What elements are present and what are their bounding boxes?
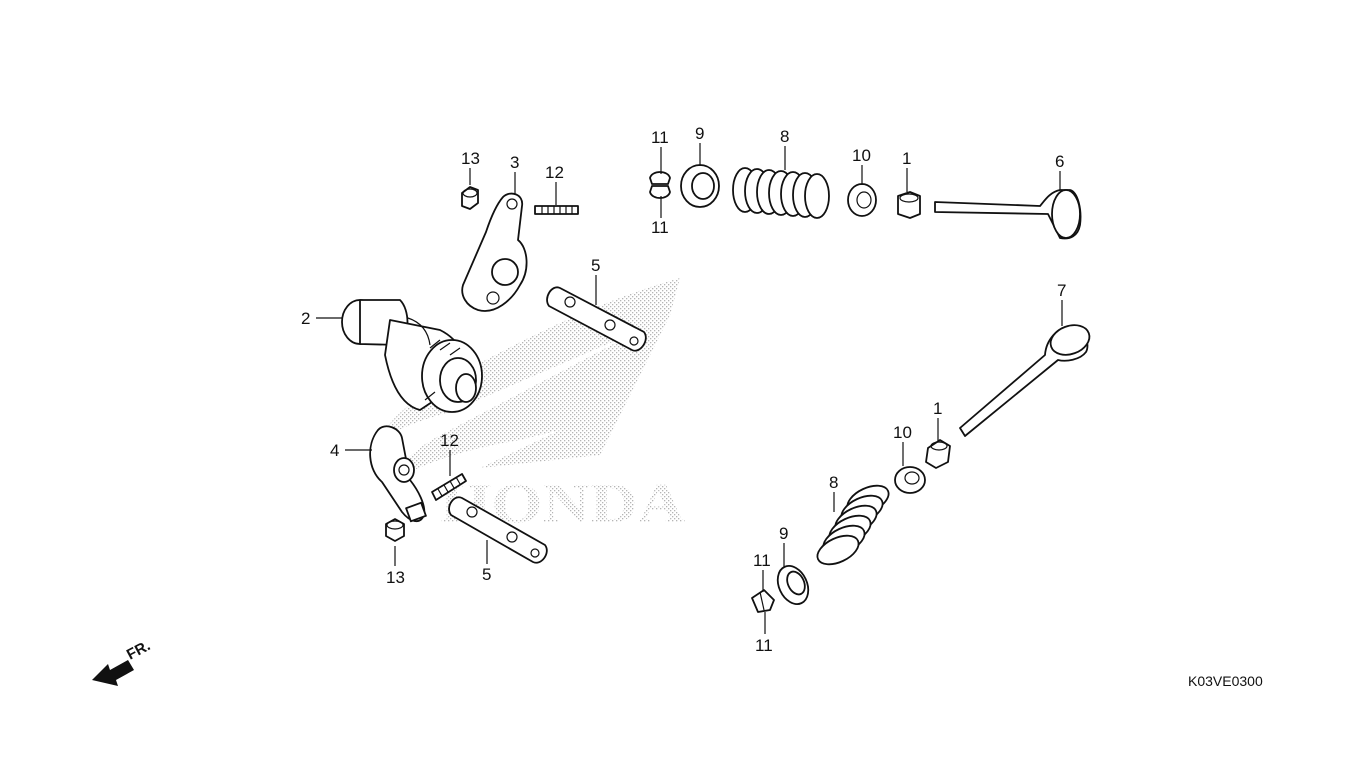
part-12-adjust-screw-bottom	[431, 473, 467, 501]
part-4-rocker-arm-bottom	[369, 425, 427, 523]
callout-8-bottom: 8	[829, 473, 838, 492]
callout-4: 4	[330, 441, 339, 460]
callout-7: 7	[1057, 281, 1066, 300]
callout-12-bottom: 12	[440, 431, 459, 450]
part-5-rocker-shaft-top	[546, 286, 647, 352]
part-3-rocker-arm	[461, 192, 528, 312]
part-2-camshaft	[341, 299, 483, 413]
leader-lines	[316, 143, 1063, 634]
part-12-adjust-screw-top	[534, 205, 579, 215]
callout-2: 2	[301, 309, 310, 328]
callout-numbers: 13 3 12 11 11 9 8 10 1 6 5 2 4 12 13 5 7…	[301, 124, 1066, 655]
callout-3: 3	[510, 153, 519, 172]
part-8-valve-spring-bottom	[816, 484, 890, 566]
part-6-valve-top	[934, 189, 1082, 240]
callout-10-top: 10	[852, 146, 871, 165]
callout-9-bottom: 9	[779, 524, 788, 543]
part-13-nut-top	[461, 186, 479, 210]
callout-5-bottom: 5	[482, 565, 491, 584]
part-5-rocker-shaft-bottom	[448, 496, 548, 564]
callout-9-top: 9	[695, 124, 704, 143]
callout-1-top: 1	[902, 149, 911, 168]
callout-5-top: 5	[591, 256, 600, 275]
part-8-valve-spring-top	[732, 167, 830, 219]
part-13-nut-bottom	[385, 518, 405, 542]
callout-13-bottom: 13	[386, 568, 405, 587]
callout-11-bottom-b: 11	[755, 636, 773, 655]
front-direction-marker: FR.	[92, 637, 153, 686]
front-marker-label: FR.	[124, 637, 153, 663]
front-arrow-icon	[92, 660, 134, 686]
part-1-stem-seal-top	[897, 191, 921, 219]
part-10-retainer-bottom	[894, 466, 926, 494]
callout-11-top-a: 11	[651, 128, 669, 147]
callout-8-top: 8	[780, 127, 789, 146]
callout-10-bottom: 10	[893, 423, 912, 442]
diagram-code: K03VE0300	[1188, 673, 1263, 689]
part-11-cotter-top	[649, 171, 671, 199]
callout-6: 6	[1055, 152, 1064, 171]
callout-12-top: 12	[545, 163, 564, 182]
part-9-spring-seat-top	[680, 164, 720, 208]
part-7-valve-bottom	[959, 324, 1091, 437]
callout-11-bottom-a: 11	[753, 551, 771, 570]
callout-1-bottom: 1	[933, 399, 942, 418]
part-10-retainer-top	[847, 183, 877, 217]
callout-11-top-b: 11	[651, 218, 669, 237]
part-9-spring-seat-bottom	[776, 565, 810, 605]
callout-13-top: 13	[461, 149, 480, 168]
part-1-stem-seal-bottom	[925, 439, 951, 469]
part-11-cotter-bottom	[751, 589, 775, 613]
